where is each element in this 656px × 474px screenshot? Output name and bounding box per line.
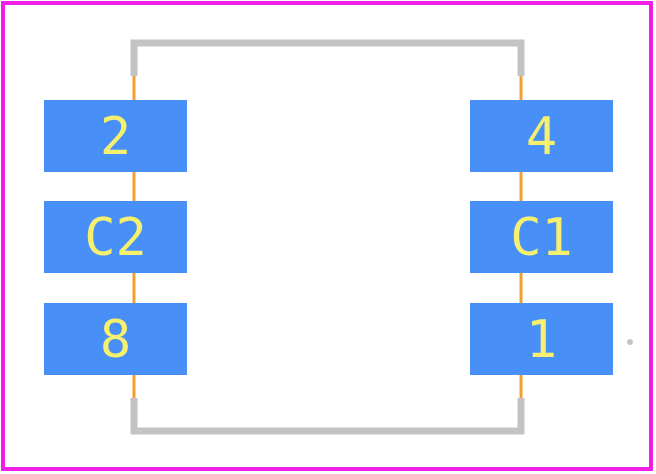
pad-c2-shape [44, 201, 187, 273]
pad-c1-shape [470, 201, 613, 273]
pad-c1-label: C1 [510, 208, 573, 268]
body-outline-top [130, 39, 525, 76]
dot-icon [627, 339, 633, 345]
pad-1[interactable]: 1 [470, 303, 613, 375]
pad-c2[interactable]: C2 [44, 201, 187, 273]
pad-1-shape [470, 303, 613, 375]
pad-4-label: 4 [526, 107, 557, 167]
pad-c1[interactable]: C1 [470, 201, 613, 273]
pad-4-shape [470, 100, 613, 172]
pad-8[interactable]: 8 [44, 303, 187, 375]
pad-2[interactable]: 2 [44, 100, 187, 172]
pad-2-shape [44, 100, 187, 172]
pad-8-shape [44, 303, 187, 375]
pad-8-label: 8 [100, 310, 131, 370]
pad-c2-label: C2 [84, 208, 147, 268]
pad-1-label: 1 [526, 310, 557, 370]
pad-2-label: 2 [100, 107, 131, 167]
pad-4[interactable]: 4 [470, 100, 613, 172]
body-outline-bottom [130, 398, 525, 435]
